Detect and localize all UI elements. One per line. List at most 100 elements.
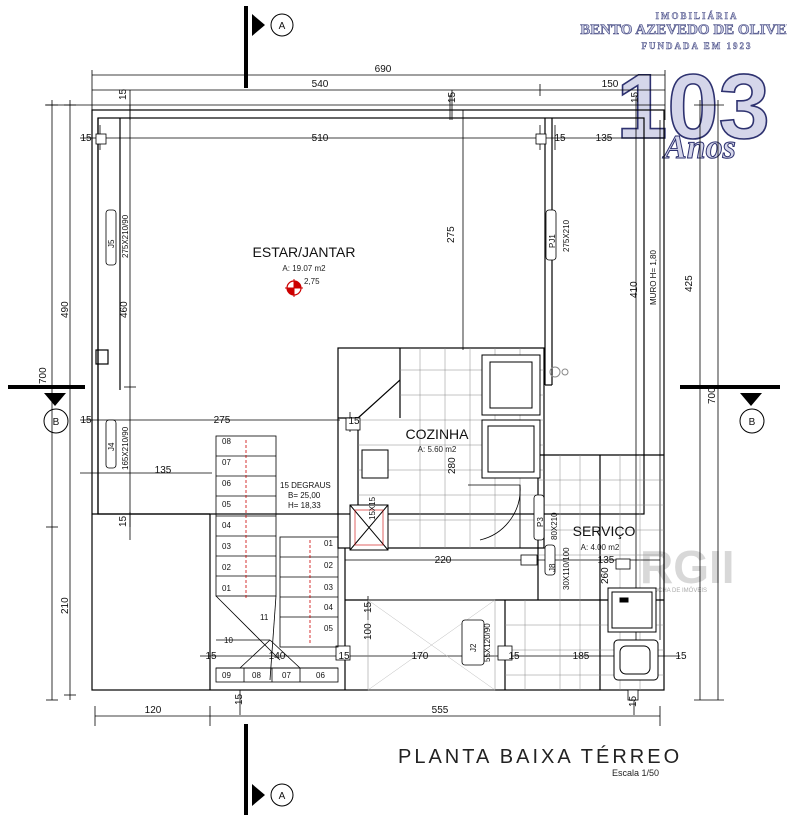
dim-140: 140 bbox=[269, 651, 286, 662]
dim-690: 690 bbox=[375, 64, 392, 75]
step-number: 02 bbox=[222, 563, 231, 572]
room-label-estar: ESTAR/JANTAR bbox=[253, 244, 356, 260]
step-number: 03 bbox=[222, 542, 231, 551]
level-marker bbox=[285, 279, 303, 297]
room-label-cozinha: COZINHA bbox=[406, 426, 470, 442]
rg-logo-tagline: BROCHA DE IMÓVEIS bbox=[645, 587, 707, 594]
window-label-j4: J4 bbox=[107, 442, 116, 451]
dim-15: 15 bbox=[508, 651, 520, 662]
step-number: 07 bbox=[282, 671, 291, 680]
window-label-j5: J5 bbox=[107, 239, 116, 248]
step-number: 09 bbox=[222, 671, 231, 680]
dim-460: 460 bbox=[119, 301, 130, 318]
window-size-j4: 165X210/90 bbox=[121, 426, 130, 470]
window-size-j5: 275X210/90 bbox=[121, 214, 130, 258]
plan-scale: Escala 1/50 bbox=[612, 768, 659, 778]
section-marker-a-bottom: A bbox=[244, 724, 294, 815]
stairs-b-label: B= 25,00 bbox=[288, 491, 321, 500]
dim-135-left: 135 bbox=[155, 465, 172, 476]
dim-15: 15 bbox=[675, 651, 687, 662]
area-label-estar: A: 19.07 m2 bbox=[282, 264, 326, 273]
dim-275-vertical: 275 bbox=[446, 226, 457, 243]
dim-15: 15 bbox=[363, 601, 374, 613]
dim-15: 15 bbox=[554, 133, 566, 144]
step-number: 04 bbox=[324, 603, 333, 612]
step-number: 08 bbox=[222, 437, 231, 446]
dim-260: 260 bbox=[600, 567, 611, 584]
kitchen-door-swing bbox=[468, 484, 521, 548]
dim-170: 170 bbox=[412, 651, 429, 662]
step-number: 02 bbox=[324, 561, 333, 570]
window-label-j2: J2 bbox=[469, 643, 478, 652]
plan-title: PLANTA BAIXA TÉRREO bbox=[398, 745, 682, 768]
step-number: 04 bbox=[222, 521, 231, 530]
rg-logo-text: RGII bbox=[640, 541, 735, 593]
window-size-j8: 30X110/100 bbox=[562, 547, 571, 590]
service-fixtures bbox=[607, 587, 659, 681]
window-size-pj1: 275X210 bbox=[562, 219, 571, 252]
watermark-line3: FUNDADA EM 1923 bbox=[642, 41, 753, 51]
dim-15: 15 bbox=[80, 415, 92, 426]
dim-15: 15 bbox=[205, 651, 217, 662]
watermark-line2: BENTO AZEVEDO DE OLIVEIRA bbox=[580, 22, 787, 38]
staircase bbox=[215, 435, 339, 683]
kitchen-fixtures bbox=[349, 354, 541, 551]
rg-logo-watermark: RGII BROCHA DE IMÓVEIS bbox=[640, 541, 735, 594]
dim-220: 220 bbox=[435, 555, 452, 566]
kitchen-vent-symbols bbox=[549, 366, 569, 378]
bath-cross-hatch bbox=[367, 599, 496, 691]
level-label: 2,75 bbox=[304, 277, 320, 286]
section-b-label-right: B bbox=[749, 417, 756, 428]
stairs-count-label: 15 DEGRAUS bbox=[280, 481, 331, 490]
dim-15: 15 bbox=[628, 695, 639, 707]
step-number: 05 bbox=[324, 624, 333, 633]
step-number: 01 bbox=[222, 584, 231, 593]
stairs-h-label: H= 18,33 bbox=[288, 501, 321, 510]
step-number: 08 bbox=[252, 671, 261, 680]
window-label-j8: J8 bbox=[548, 563, 557, 572]
dim-700-right: 700 bbox=[707, 387, 718, 404]
window-frames bbox=[95, 133, 639, 701]
area-label-servico: A: 4.00 m2 bbox=[581, 543, 620, 552]
dim-410: 410 bbox=[629, 281, 640, 298]
dim-15: 15 bbox=[234, 693, 245, 705]
step-number: 01 bbox=[324, 539, 333, 548]
dim-185: 185 bbox=[573, 651, 590, 662]
step-number: 11 bbox=[260, 613, 269, 622]
step-number: 10 bbox=[224, 636, 233, 645]
dim-100: 100 bbox=[363, 623, 374, 640]
section-a-label-bottom: A bbox=[279, 791, 286, 802]
step-number: 03 bbox=[324, 583, 333, 592]
dim-510: 510 bbox=[312, 133, 329, 144]
dim-150: 150 bbox=[602, 79, 619, 90]
dim-15: 15 bbox=[338, 651, 350, 662]
dim-210: 210 bbox=[60, 597, 71, 614]
walls bbox=[91, 109, 665, 691]
dimension-texts: 690 540 150 510 135 15 15 15 15 15 275 4… bbox=[38, 64, 718, 716]
window-size-j2: 55X120/90 bbox=[483, 623, 492, 662]
dim-275-horizontal: 275 bbox=[214, 415, 231, 426]
fixture-size-label: 15X15 bbox=[368, 496, 377, 520]
stairs-step-numbers: 08 07 06 05 04 03 02 01 01 02 03 04 05 1… bbox=[222, 437, 333, 680]
door-label-p3: P3 bbox=[536, 517, 545, 527]
window-label-pj1: PJ1 bbox=[548, 234, 557, 248]
dim-540: 540 bbox=[312, 79, 329, 90]
window-labels: J5 275X210/90 PJ1 275X210 J4 165X210/90 … bbox=[107, 214, 658, 662]
step-number: 07 bbox=[222, 458, 231, 467]
dim-15: 15 bbox=[118, 515, 129, 527]
dim-15: 15 bbox=[118, 88, 129, 100]
dim-15: 15 bbox=[348, 416, 360, 427]
dim-15: 15 bbox=[447, 91, 458, 103]
dimension-lines bbox=[45, 70, 724, 726]
door-size-p3: 80X210 bbox=[550, 512, 559, 540]
watermark-logo: IMOBILIÁRIA BENTO AZEVEDO DE OLIVEIRA FU… bbox=[580, 11, 787, 167]
dim-135-right: 135 bbox=[598, 555, 615, 566]
area-label-cozinha: A: 5.60 m2 bbox=[418, 445, 457, 454]
dim-700-left: 700 bbox=[38, 367, 49, 384]
dim-425: 425 bbox=[684, 275, 695, 292]
step-number: 05 bbox=[222, 500, 231, 509]
section-marker-b-left: B bbox=[8, 385, 85, 434]
watermark-line1: IMOBILIÁRIA bbox=[655, 11, 738, 21]
step-number: 06 bbox=[222, 479, 231, 488]
